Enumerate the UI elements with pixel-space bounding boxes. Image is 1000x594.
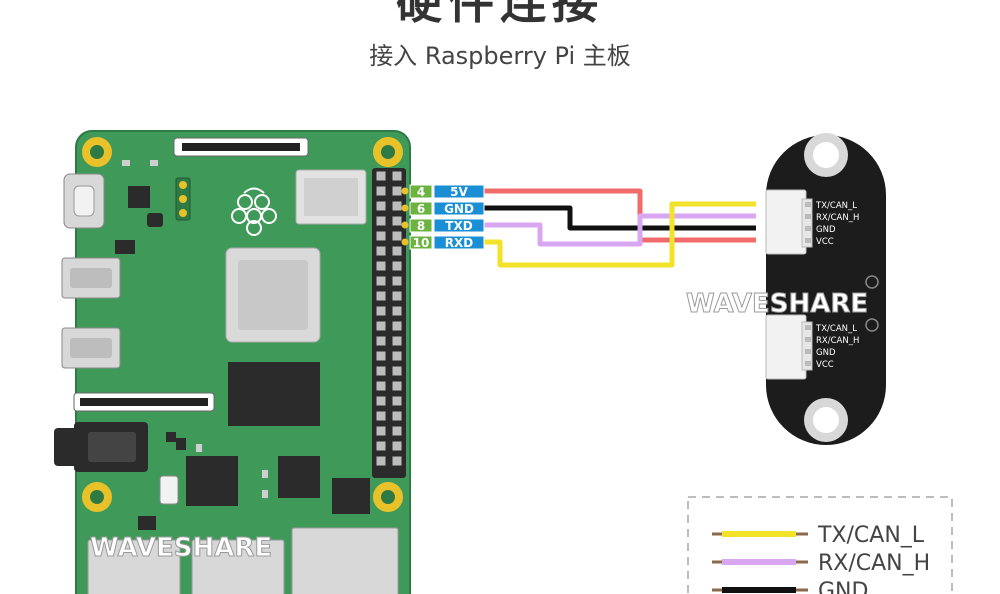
gpio-pin [392, 381, 402, 391]
pin-name-badge [433, 235, 485, 250]
gpio-pin [392, 216, 402, 226]
pin-number-badge [409, 184, 433, 199]
wire-gnd [484, 205, 756, 231]
pin-number: 10 [413, 236, 430, 250]
connector-pin [805, 202, 811, 207]
gpio-pin [392, 246, 402, 256]
gpio-pin [376, 216, 386, 226]
pin-label-gnd: 6 GND [401, 201, 485, 216]
gpio-pin [392, 441, 402, 451]
connector-pin [805, 238, 811, 243]
gpio-pin [392, 351, 402, 361]
gpio-pin [392, 426, 402, 436]
gpio-pin [376, 366, 386, 376]
pin-dot [401, 204, 409, 212]
connector-pin [805, 214, 811, 219]
pin-labels: 4 5V 6 GND 8 TXD 10 RXD [401, 184, 485, 250]
gpio-pin [376, 351, 386, 361]
gpio-pin [376, 276, 386, 286]
gpio-pin [376, 426, 386, 436]
gpio-pin [376, 396, 386, 406]
watermark-module: WAVESHARE [686, 289, 868, 319]
connector-label: TX/CAN_L [815, 324, 857, 334]
wire-rxd [484, 201, 756, 268]
pin-number: 4 [417, 185, 425, 199]
pin-label-rxd: 10 RXD [401, 235, 485, 250]
wire-txd [484, 213, 756, 247]
gpio-pin [376, 336, 386, 346]
page-subtitle: 接入 Raspberry Pi 主板 [369, 42, 631, 70]
gpio-header [372, 168, 406, 478]
connector-pin [805, 337, 811, 342]
pin-number-badge [409, 218, 433, 233]
pin-dot [401, 221, 409, 229]
gpio-pin [376, 261, 386, 271]
raspberry-pi-board [54, 130, 411, 594]
pin-dot [401, 238, 409, 246]
pin-name-badge [433, 218, 485, 233]
pin-number-badge [409, 201, 433, 216]
gpio-pin [392, 366, 402, 376]
gpio-pin [392, 201, 402, 211]
gpio-pin [392, 231, 402, 241]
legend-label: TX/CAN_L [817, 523, 925, 548]
connector-label: TX/CAN_L [815, 201, 857, 211]
connector-label: RX/CAN_H [816, 213, 859, 223]
pin-name: GND [444, 202, 474, 216]
pin-label-5v: 4 5V [401, 184, 485, 199]
pin-name-badge [433, 201, 485, 216]
gpio-pin [392, 411, 402, 421]
connector-label: VCC [816, 237, 834, 247]
connector-label: GND [816, 225, 836, 235]
gpio-pin [392, 456, 402, 466]
gpio-pin [376, 381, 386, 391]
pin-name-badge [433, 184, 485, 199]
gpio-pin [376, 456, 386, 466]
gpio-pin [376, 171, 386, 181]
gpio-pin [392, 291, 402, 301]
connector-pin [805, 226, 811, 231]
gpio-pin [376, 441, 386, 451]
watermark-board: WAVESHARE [90, 533, 272, 563]
connector-label: GND [816, 348, 836, 358]
legend-label: RX/CAN_H [818, 551, 930, 576]
wire-legend: TX/CAN_L RX/CAN_H GND [687, 496, 953, 594]
pin-name: 5V [450, 185, 468, 199]
gpio-pin [376, 186, 386, 196]
can-module: TX/CAN_L RX/CAN_H GND VCC TX/CAN_L RX/CAN_H G… [765, 133, 886, 445]
connector-pin [805, 325, 811, 330]
pin-label-txd: 8 TXD [401, 218, 485, 233]
connector-label: VCC [816, 360, 834, 370]
connector-pin [805, 361, 811, 366]
pin-number: 6 [417, 202, 425, 216]
gpio-pin [392, 186, 402, 196]
pin-dot [401, 187, 409, 195]
gpio-pin [392, 261, 402, 271]
gpio-pin [392, 306, 402, 316]
pin-name: TXD [445, 219, 472, 233]
pin-number: 8 [417, 219, 425, 233]
gpio-pin [376, 201, 386, 211]
connector-pin [805, 349, 811, 354]
page-title: 硬件连接 [396, 0, 604, 29]
connector-label: RX/CAN_H [816, 336, 859, 346]
gpio-pin [376, 291, 386, 301]
gpio-pin [376, 231, 386, 241]
gpio-pin [392, 171, 402, 181]
gpio-pin [392, 276, 402, 286]
gpio-pin [376, 411, 386, 421]
gpio-pin [392, 321, 402, 331]
gpio-pin [392, 336, 402, 346]
legend-label: GND [818, 579, 868, 594]
gpio-pin [392, 396, 402, 406]
gpio-pin [376, 246, 386, 256]
pin-name: RXD [445, 236, 473, 250]
pin-number-badge [409, 235, 433, 250]
raspberry-logo-icon [231, 187, 277, 236]
gpio-pin [376, 321, 386, 331]
wires [484, 188, 756, 268]
gpio-pin [376, 306, 386, 316]
